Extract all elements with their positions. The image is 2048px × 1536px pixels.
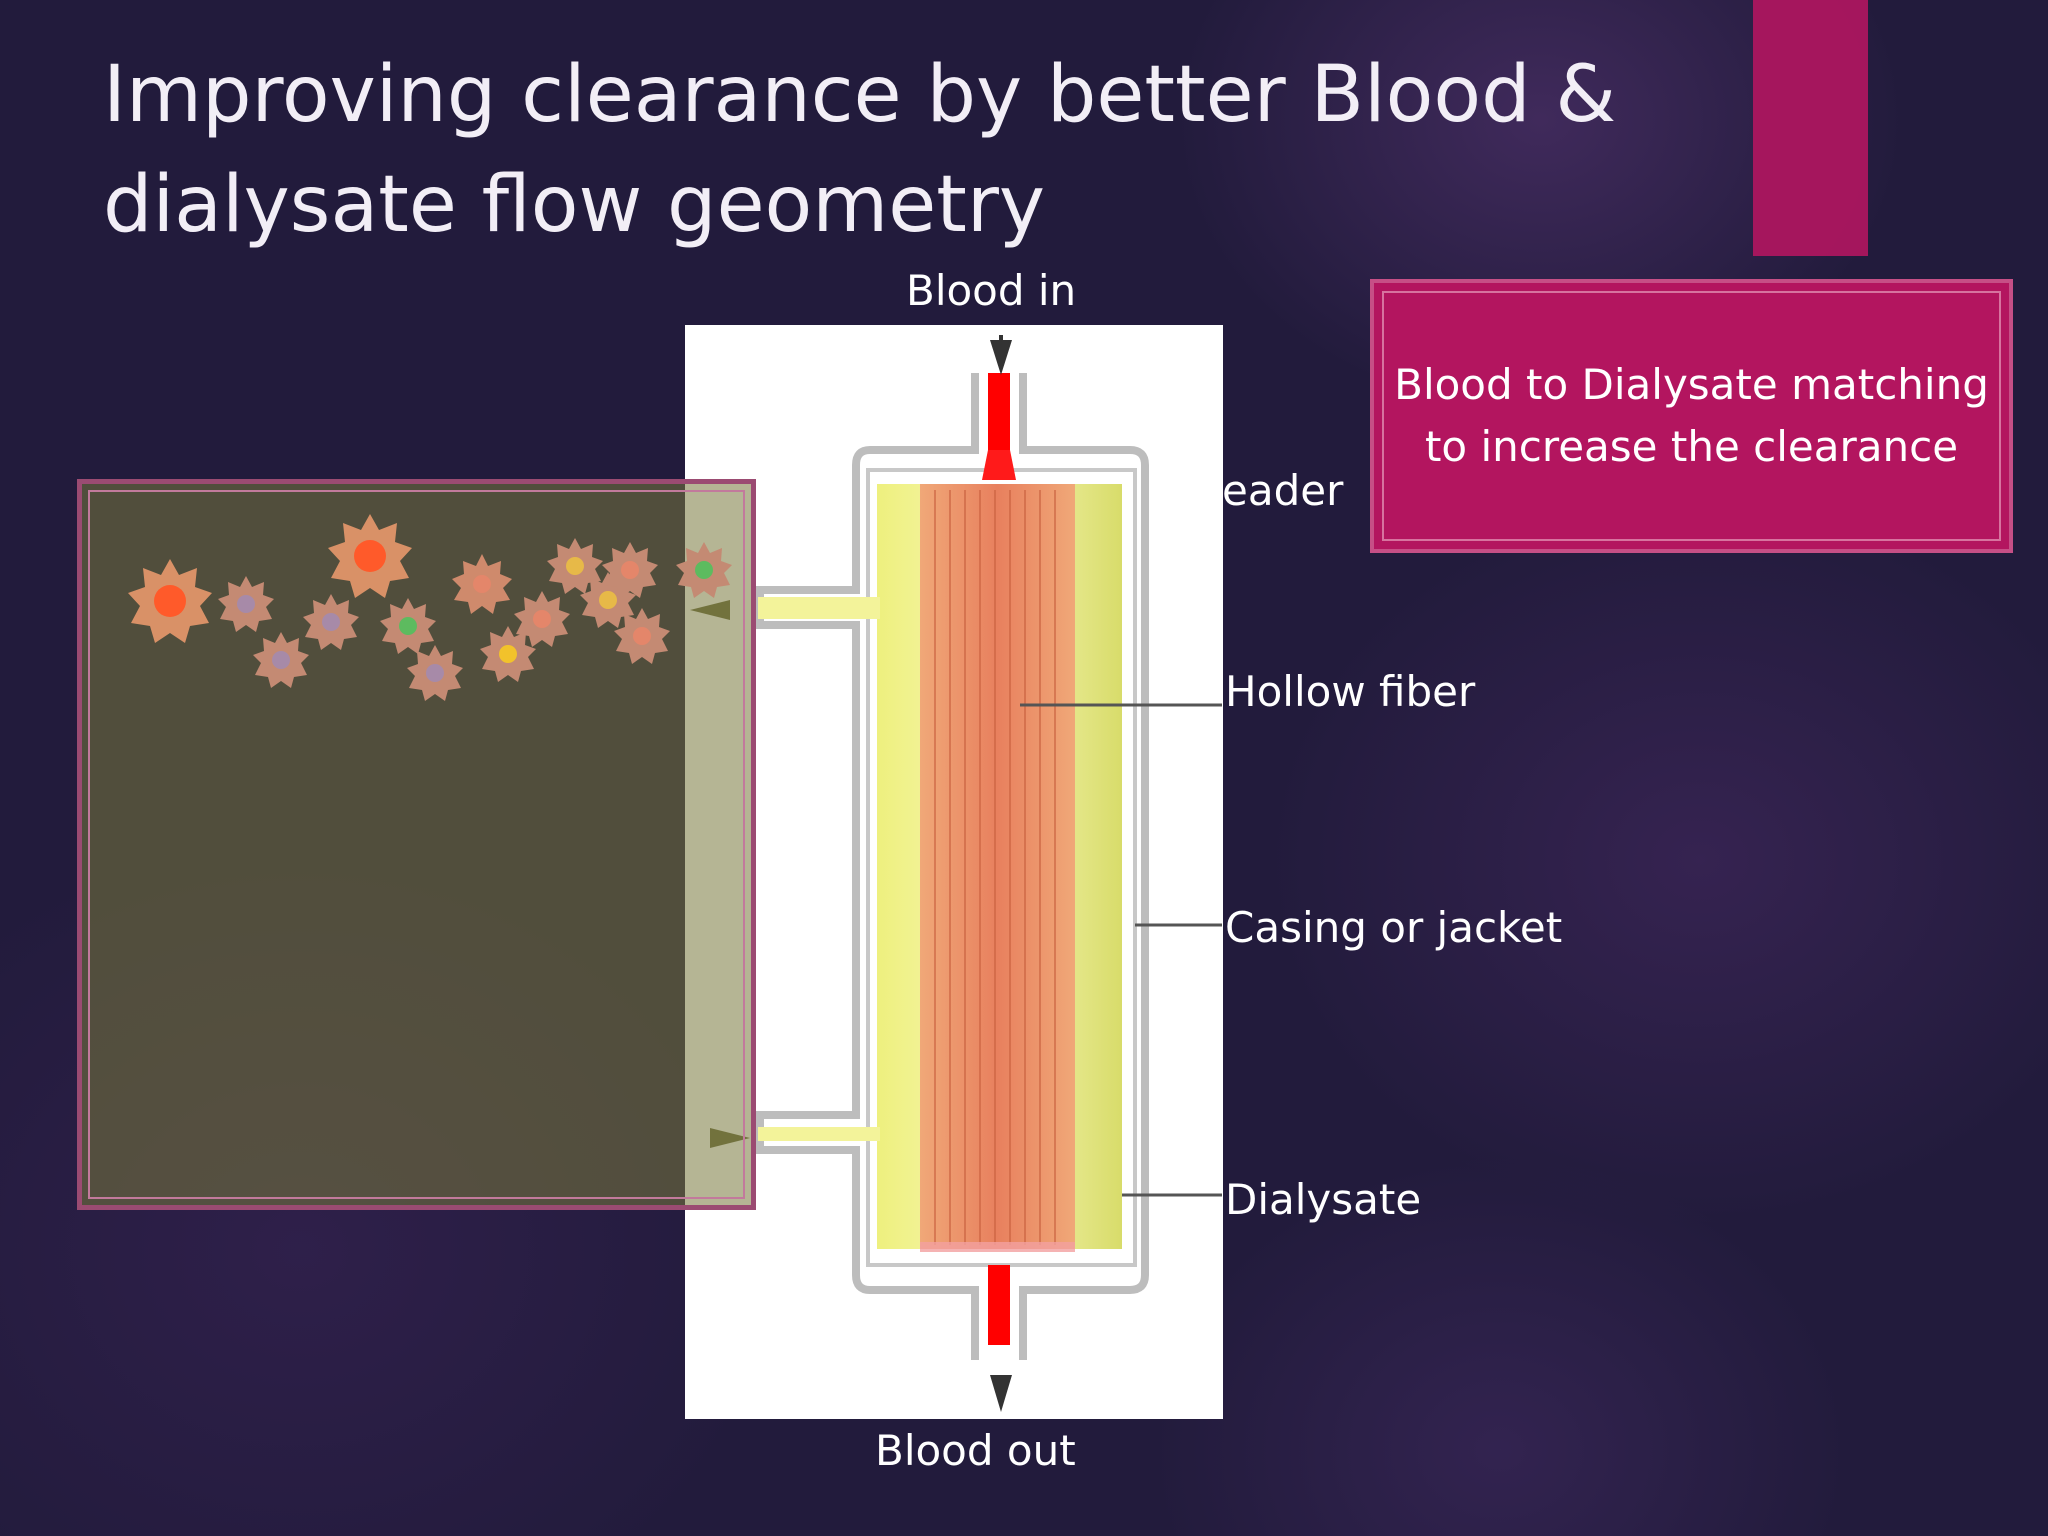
- particle-yellow: [547, 538, 603, 594]
- dialysate-port-top: [758, 597, 880, 619]
- particle-purple: [303, 594, 359, 650]
- casing-inner-outline: [866, 468, 1137, 1267]
- particle-yellow: [480, 626, 536, 682]
- blood-out-arrow: [990, 1375, 1012, 1412]
- fiber-bottom-edge: [920, 1242, 1075, 1252]
- header-label: eader: [1222, 466, 1344, 515]
- overlay-inner-border: [88, 490, 745, 1199]
- particle-red-large: [128, 559, 212, 643]
- particle-salmon: [614, 608, 670, 664]
- particle-salmon: [602, 542, 658, 598]
- callout-text: Blood to Dialysate matching to increase …: [1382, 291, 2001, 541]
- dialysate-port-bottom: [758, 1127, 880, 1141]
- hollow-fiber-label: Hollow fiber: [1225, 667, 1476, 716]
- dialysate-label: Dialysate: [1225, 1175, 1422, 1224]
- hollow-fiber-bundle: [920, 484, 1075, 1249]
- slide-title: Improving clearance by better Blood & di…: [103, 50, 1617, 250]
- callout-box: Blood to Dialysate matching to increase …: [1370, 279, 2013, 553]
- blood-in-arrow: [990, 340, 1012, 375]
- fiber-lines: [934, 490, 1056, 1245]
- particle-green: [380, 598, 436, 654]
- particle-red-large: [328, 514, 412, 598]
- particle-salmon: [452, 554, 512, 614]
- casing-label: Casing or jacket: [1225, 903, 1563, 952]
- particle-purple: [253, 632, 309, 688]
- blood-in-label: Blood in: [906, 266, 1077, 315]
- particle-purple: [407, 645, 463, 701]
- casing-outline: [756, 373, 1149, 1360]
- particle-green: [676, 542, 732, 598]
- blood-out-label: Blood out: [875, 1426, 1076, 1475]
- accent-bar: [1753, 0, 1868, 256]
- blood-in-header: [982, 450, 1016, 480]
- blood-out-tube: [988, 1265, 1010, 1345]
- particle-purple: [218, 576, 274, 632]
- particle-salmon: [514, 591, 570, 647]
